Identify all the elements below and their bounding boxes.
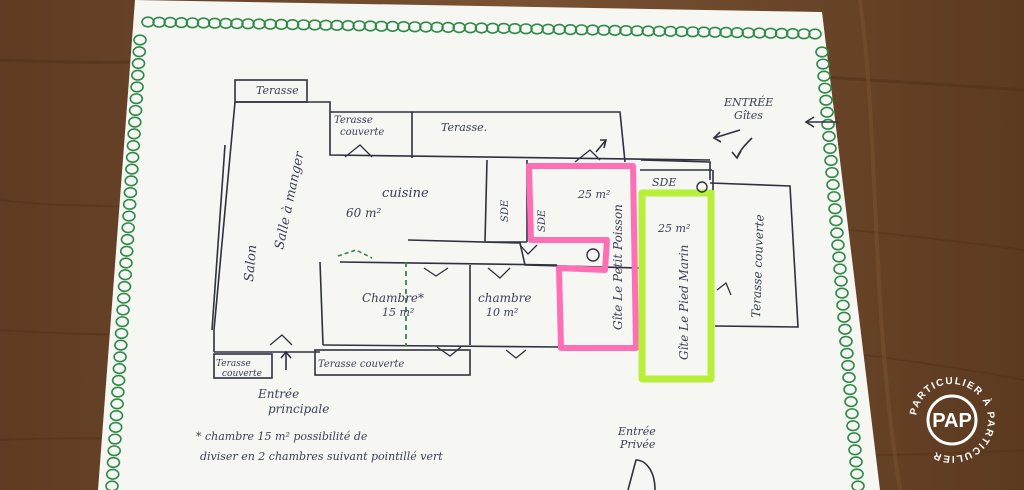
label-terrasse-top: Terasse <box>256 84 299 97</box>
dashed-door-mark <box>337 249 373 259</box>
label-terrasse-couverte-right: Terasse couverte <box>749 214 767 318</box>
label-cuisine: cuisine <box>382 186 429 201</box>
label-sde-1: SDE <box>500 199 511 222</box>
label-chambre-2-area: 10 m² <box>486 306 518 319</box>
watermark-logo: PAP <box>932 410 972 432</box>
label-cuisine-area: 60 m² <box>346 206 381 220</box>
paper <box>98 0 880 490</box>
watermark-inner-circle <box>926 394 978 446</box>
fixture-circle <box>696 181 708 193</box>
label-sde-2: SDE <box>537 209 548 232</box>
label-chambre-1-area: 15 m² <box>382 306 414 319</box>
label-terrasse-couverte-bottom: Terasse couverte <box>318 359 404 370</box>
label-salon: Salon <box>242 244 260 282</box>
gite-petit-poisson-outline <box>526 163 639 351</box>
label-gite-petit-area: 25 m² <box>577 188 610 201</box>
label-gite-pied-area: 25 m² <box>657 222 690 235</box>
plan-labels: Terasse Terasse couverte Terasse. Salle … <box>196 84 773 463</box>
label-gite-pied-name: Gîte Le Pied Marin <box>677 245 691 360</box>
label-terrasse-mid: Terasse. <box>441 121 487 134</box>
pap-watermark: PARTICULIER À PARTICULIER PAP <box>908 376 994 464</box>
label-gite-petit-name: Gîte Le Petit Poisson <box>611 204 625 330</box>
label-chambre-1: Chambre* <box>362 291 424 305</box>
arrows <box>280 116 838 490</box>
label-terrasse-couverte-top: Terasse couverte <box>334 115 384 138</box>
scribble-border <box>105 16 865 490</box>
note-line-1: * chambre 15 m² possibilité de <box>196 430 368 443</box>
fixture-circle-2 <box>586 248 600 262</box>
door-arcs <box>269 144 732 359</box>
label-chambre-2: chambre <box>478 291 532 305</box>
note-line-2: diviser en 2 chambres suivant pointillé … <box>200 450 443 463</box>
label-sde-3: SDE <box>652 176 676 189</box>
gite-pied-marin-outline <box>638 189 715 383</box>
